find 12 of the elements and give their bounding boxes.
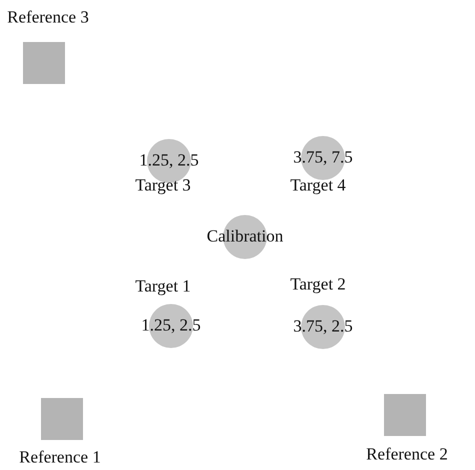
name-label: Target 2 — [290, 276, 346, 294]
name-label: Reference 3 — [7, 8, 89, 28]
name-label: Target 3 — [135, 176, 191, 196]
name-label: Reference 1 — [19, 448, 101, 468]
point-label: 3.75, 7.5 — [293, 148, 353, 168]
point-label: Calibration — [206, 228, 284, 246]
name-label: Reference 2 — [366, 446, 448, 464]
name-label: Target 4 — [290, 176, 346, 196]
point-label: 1.25, 2.5 — [139, 152, 199, 170]
point-label: 3.75, 2.5 — [293, 318, 353, 336]
name-label: Target 1 — [135, 278, 191, 296]
point-label: 1.25, 2.5 — [141, 316, 201, 336]
